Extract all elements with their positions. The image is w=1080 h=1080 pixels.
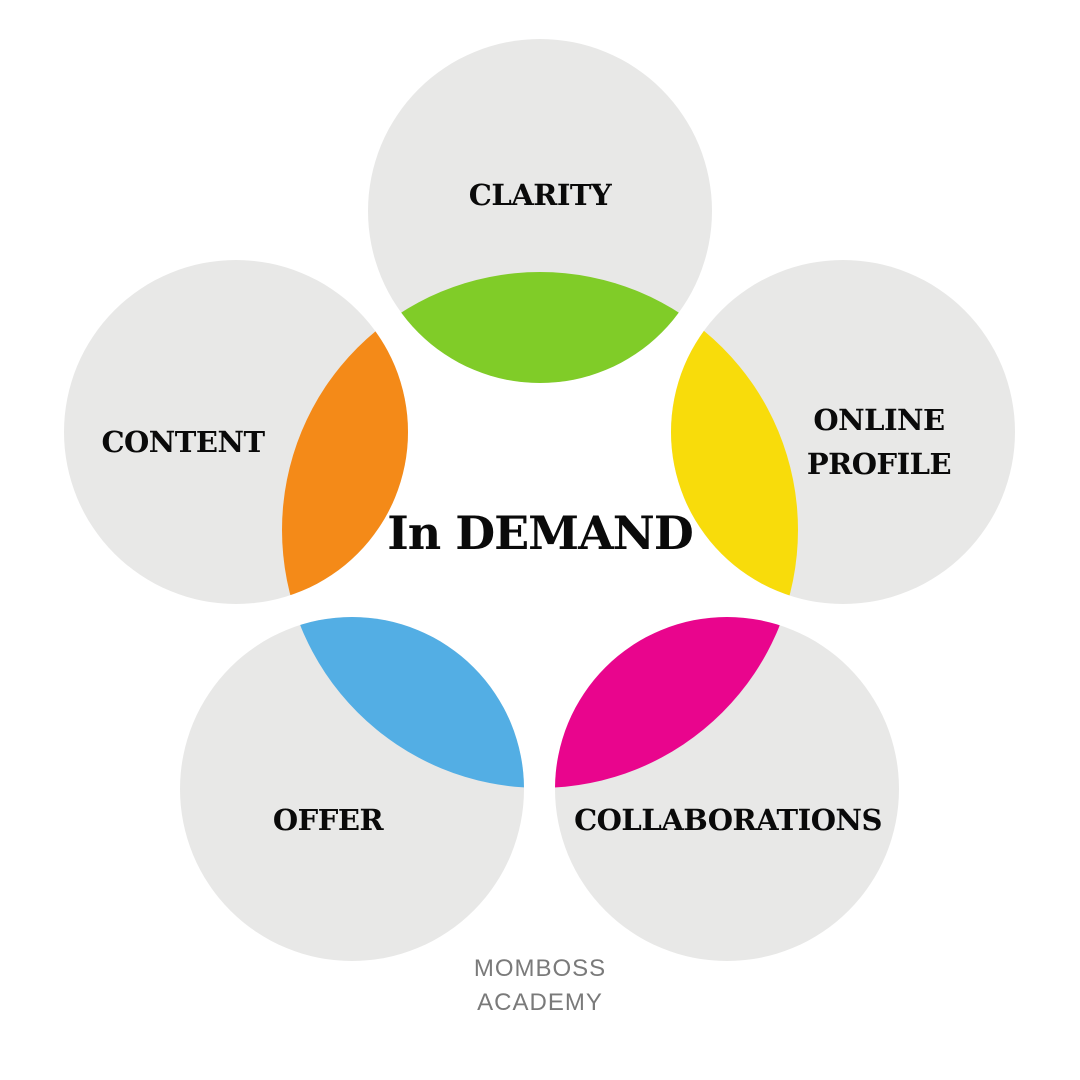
node-clarity: CLARITY (368, 39, 712, 383)
lens-collaborations (555, 617, 798, 788)
node-label-online-profile-line1: ONLINE (813, 403, 944, 437)
brand-footer-line1: MOMBOSS (474, 955, 606, 982)
node-label-offer: OFFER (273, 803, 385, 837)
node-label-online-profile-line2: PROFILE (807, 447, 951, 481)
center-title: In DEMAND (387, 506, 692, 560)
brand-footer-line2: ACADEMY (477, 989, 603, 1016)
node-collaborations: COLLABORATIONS (555, 617, 899, 961)
lens-offer (282, 617, 524, 788)
node-online-profile: ONLINE PROFILE (671, 260, 1015, 604)
node-label-content: CONTENT (101, 425, 265, 459)
node-label-collaborations: COLLABORATIONS (574, 803, 882, 837)
node-offer: OFFER (180, 617, 524, 961)
node-content: CONTENT (64, 260, 408, 604)
node-label-clarity: CLARITY (469, 178, 612, 212)
lens-clarity (368, 272, 712, 383)
